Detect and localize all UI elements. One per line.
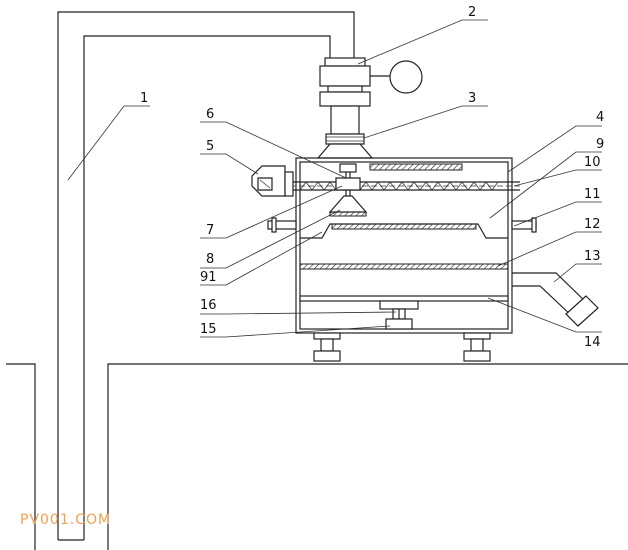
callout-labels: 1 2 3 4 9 10 11 12 13 14 6 5 7 8 91 16 1… bbox=[140, 5, 604, 350]
watermark: PV001.COM bbox=[20, 512, 112, 528]
leader-lines bbox=[67, 19, 602, 338]
spray-nozzle bbox=[328, 163, 368, 217]
label-91: 91 bbox=[200, 270, 217, 285]
label-11: 11 bbox=[584, 187, 601, 202]
label-13: 13 bbox=[584, 249, 601, 264]
bottom-plate bbox=[299, 295, 509, 302]
label-3: 3 bbox=[468, 91, 476, 106]
screw-conveyor bbox=[290, 181, 520, 191]
label-14: 14 bbox=[584, 335, 601, 350]
inlet-hopper bbox=[316, 133, 374, 159]
label-8: 8 bbox=[206, 252, 214, 267]
duct-pipe bbox=[57, 11, 355, 541]
fan-motor bbox=[319, 57, 423, 135]
label-12: 12 bbox=[584, 217, 601, 232]
label-15: 15 bbox=[200, 322, 217, 337]
label-5: 5 bbox=[206, 139, 214, 154]
top-plate bbox=[369, 163, 463, 171]
support-feet bbox=[313, 332, 491, 362]
label-7: 7 bbox=[206, 223, 214, 238]
right-outlet-pipe bbox=[511, 217, 537, 233]
label-4: 4 bbox=[596, 110, 604, 125]
discharge-pipe bbox=[512, 272, 599, 327]
label-1: 1 bbox=[140, 91, 148, 106]
label-16: 16 bbox=[200, 298, 217, 313]
side-motor bbox=[251, 165, 294, 197]
upper-tray bbox=[300, 223, 508, 239]
label-9: 9 bbox=[596, 137, 604, 152]
left-inlet-pipe bbox=[267, 217, 297, 233]
middle-screen bbox=[299, 263, 509, 270]
floor bbox=[6, 363, 628, 550]
label-10: 10 bbox=[584, 155, 601, 170]
vibrator bbox=[379, 300, 419, 330]
label-2: 2 bbox=[468, 5, 476, 20]
label-6: 6 bbox=[206, 107, 214, 122]
